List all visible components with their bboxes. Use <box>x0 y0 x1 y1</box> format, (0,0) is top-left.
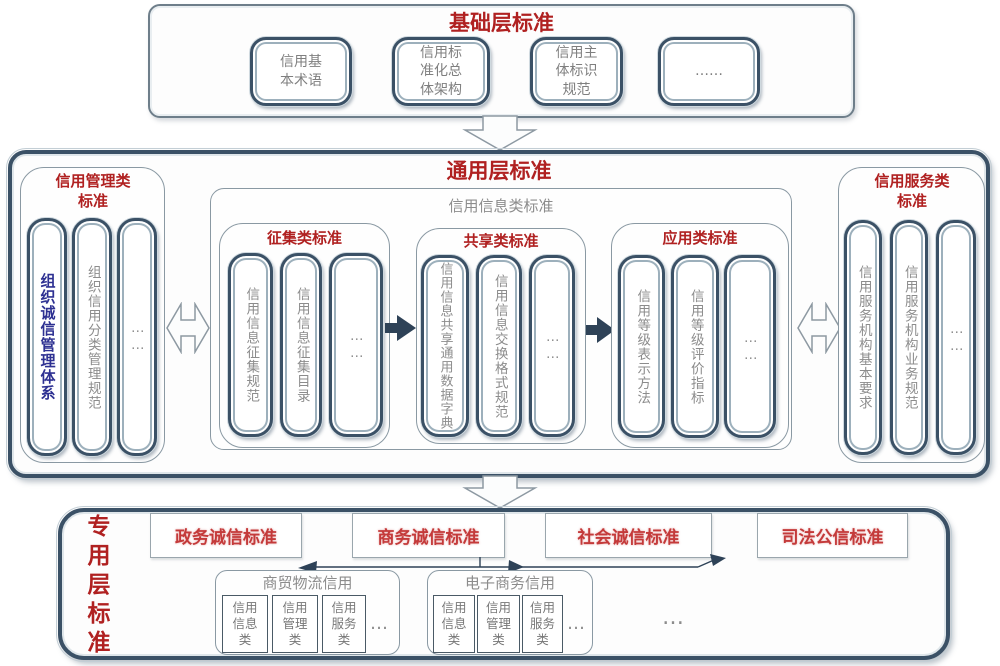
pill-label: 信用信息共享通用数据字典 <box>437 262 453 430</box>
pill-label: …… <box>948 320 965 355</box>
right-arrow-icon <box>385 315 416 341</box>
category-business-integrity: 商务诚信标准 <box>352 513 505 558</box>
pill-credit-info-collection-catalog: 信用信息征集目录 <box>280 253 322 437</box>
credit-management-standards-title: 信用管理类标准 <box>55 172 131 210</box>
mini-box-credit-management-class: 信用管理类 <box>477 595 520 653</box>
mini-box-credit-service-class: 信用服务类 <box>522 595 563 653</box>
mini-box-label: 信用服务类 <box>331 599 357 648</box>
more-ellipsis: … <box>662 605 685 630</box>
standard-chip-more: …… <box>658 37 760 106</box>
down-arrow-icon <box>462 115 538 151</box>
pill-label: …… <box>129 320 146 354</box>
double-arrow-icon <box>166 302 210 354</box>
double-arrow-icon <box>797 302 841 354</box>
pill-label: 信用等级表示方法 <box>634 288 651 405</box>
mini-box-label: 信用服务类 <box>529 599 555 648</box>
category-government-integrity: 政务诚信标准 <box>150 513 302 558</box>
standard-chip-credit-terms: 信用基本术语 <box>250 37 352 106</box>
pill-label: 信用等级评价指标 <box>687 288 704 405</box>
right-arrow-icon <box>586 317 615 343</box>
chip-label: 信用标准化总体架构 <box>419 45 462 98</box>
application-standards-title: 应用类标准 <box>662 229 738 247</box>
pill-label: 信用信息交换格式规范 <box>491 273 508 419</box>
pill-application-more: …… <box>724 255 776 438</box>
pill-credit-info-exchange-format: 信用信息交换格式规范 <box>476 255 522 437</box>
pill-service-agency-business-spec: 信用服务机构业务规范 <box>890 220 928 455</box>
pill-label: 信用信息征集规范 <box>243 287 260 403</box>
mini-box-credit-info-class: 信用信息类 <box>433 595 475 653</box>
pill-credit-rating-representation: 信用等级表示方法 <box>618 255 665 438</box>
mini-box-label: 信用管理类 <box>485 599 511 648</box>
special-layer-title: 专用层标准 <box>83 514 109 659</box>
credit-info-standards-title: 信用信息类标准 <box>448 197 554 215</box>
pill-credit-rating-evaluation-index: 信用等级评价指标 <box>671 255 719 438</box>
pill-credit-info-sharing-dictionary: 信用信息共享通用数据字典 <box>421 255 469 437</box>
category-judicial-credibility: 司法公信标准 <box>757 513 908 558</box>
pill-label: 组织信用分类管理规范 <box>84 264 101 410</box>
down-arrow-icon <box>462 475 538 509</box>
ecommerce-credit-title: 电子商务信用 <box>464 574 555 592</box>
collection-standards-title: 征集类标准 <box>266 229 342 247</box>
mini-box-credit-management-class: 信用管理类 <box>272 595 318 653</box>
pill-org-integrity-management-system: 组织诚信管理体系 <box>27 218 67 456</box>
trade-logistics-credit-title: 商贸物流信用 <box>262 574 353 592</box>
pill-label: …… <box>742 329 759 364</box>
mini-box-credit-info-class: 信用信息类 <box>222 595 268 653</box>
pill-label: 信用信息征集目录 <box>293 287 310 403</box>
pill-label: …… <box>348 328 365 362</box>
pill-management-more: …… <box>117 218 157 456</box>
sharing-standards-title: 共享类标准 <box>463 232 539 250</box>
chip-label: 信用基本术语 <box>279 54 322 89</box>
credit-service-standards-title: 信用服务类标准 <box>874 172 950 210</box>
mini-box-label: 信用信息类 <box>232 599 258 648</box>
base-layer-title: 基础层标准 <box>449 11 554 35</box>
chip-label: …… <box>695 63 723 80</box>
pill-label: 信用服务机构业务规范 <box>901 265 918 410</box>
general-layer-title: 通用层标准 <box>446 159 552 183</box>
mini-box-label: 信用信息类 <box>441 599 467 648</box>
mini-box-label: 信用管理类 <box>282 599 308 648</box>
connector-arrows <box>298 554 726 573</box>
pill-label: 信用服务机构基本要求 <box>855 265 872 410</box>
chip-label: 信用主体标识规范 <box>555 45 598 98</box>
category-social-integrity: 社会诚信标准 <box>545 513 712 558</box>
pill-sharing-more: …… <box>529 255 575 437</box>
pill-service-agency-basic-requirements: 信用服务机构基本要求 <box>844 220 882 455</box>
more-ellipsis: … <box>567 613 586 634</box>
pill-label: …… <box>544 329 561 363</box>
pill-collection-more: …… <box>329 253 383 437</box>
standard-chip-standardization-framework: 信用标准化总体架构 <box>392 37 490 106</box>
pill-label: 组织诚信管理体系 <box>38 273 57 401</box>
mini-box-credit-service-class: 信用服务类 <box>322 595 366 653</box>
more-ellipsis: … <box>370 613 389 634</box>
standard-chip-subject-identification: 信用主体标识规范 <box>530 37 623 106</box>
pill-credit-info-collection-spec: 信用信息征集规范 <box>228 253 273 437</box>
pill-service-more: …… <box>936 220 976 455</box>
pill-org-credit-classification: 组织信用分类管理规范 <box>72 218 112 456</box>
